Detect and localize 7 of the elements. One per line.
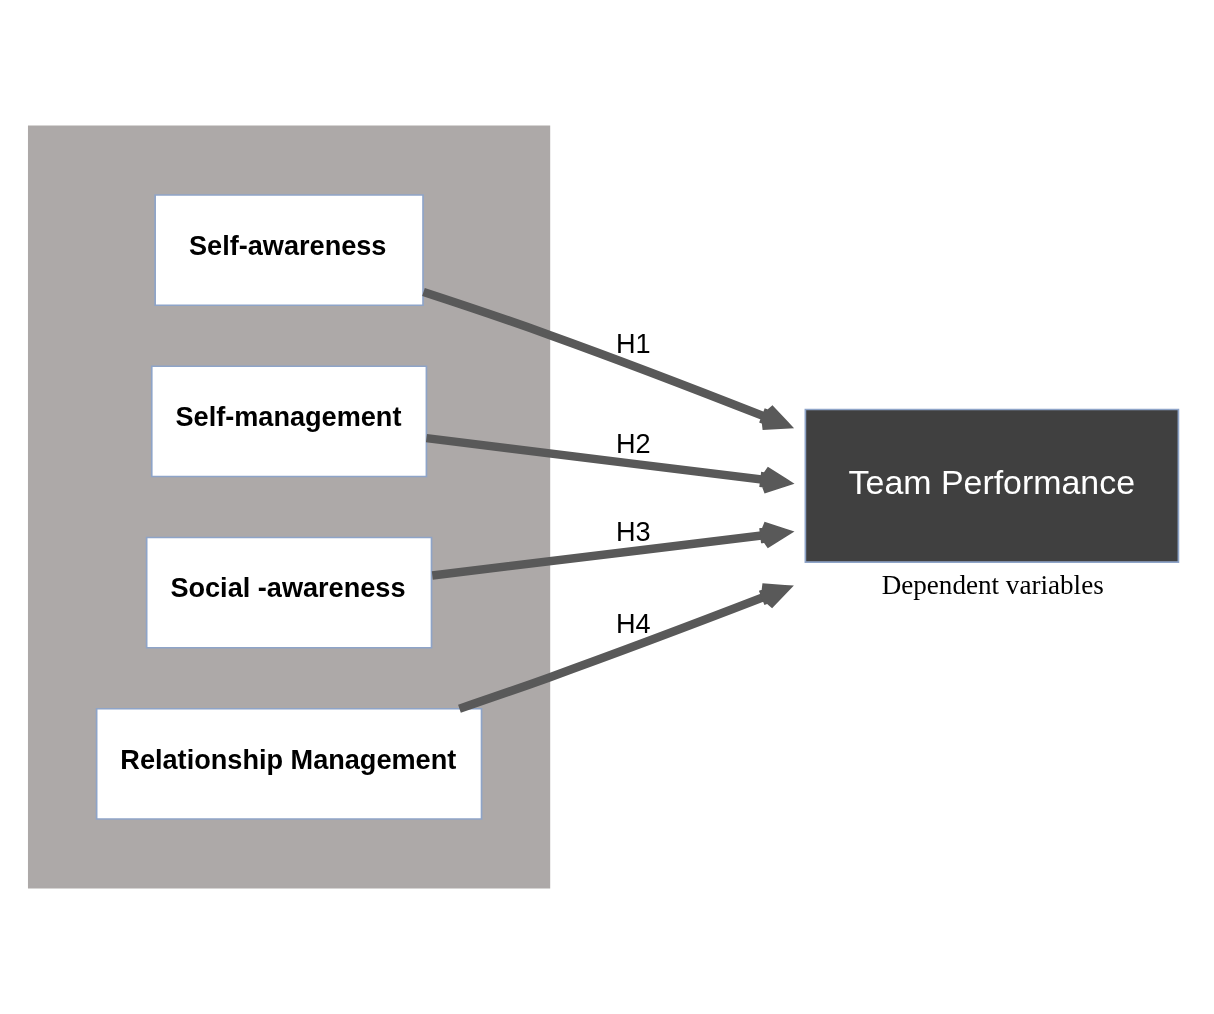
cluster — [27, 125, 551, 889]
node-box: Self-awareness — [154, 194, 424, 307]
node-box: Relationship Management — [95, 707, 483, 820]
node-box: Self-management — [150, 365, 428, 478]
edge-label: H1 — [615, 328, 651, 360]
node-box: Social -awareness — [145, 536, 433, 649]
node-label: Dependent variables — [881, 569, 1104, 600]
